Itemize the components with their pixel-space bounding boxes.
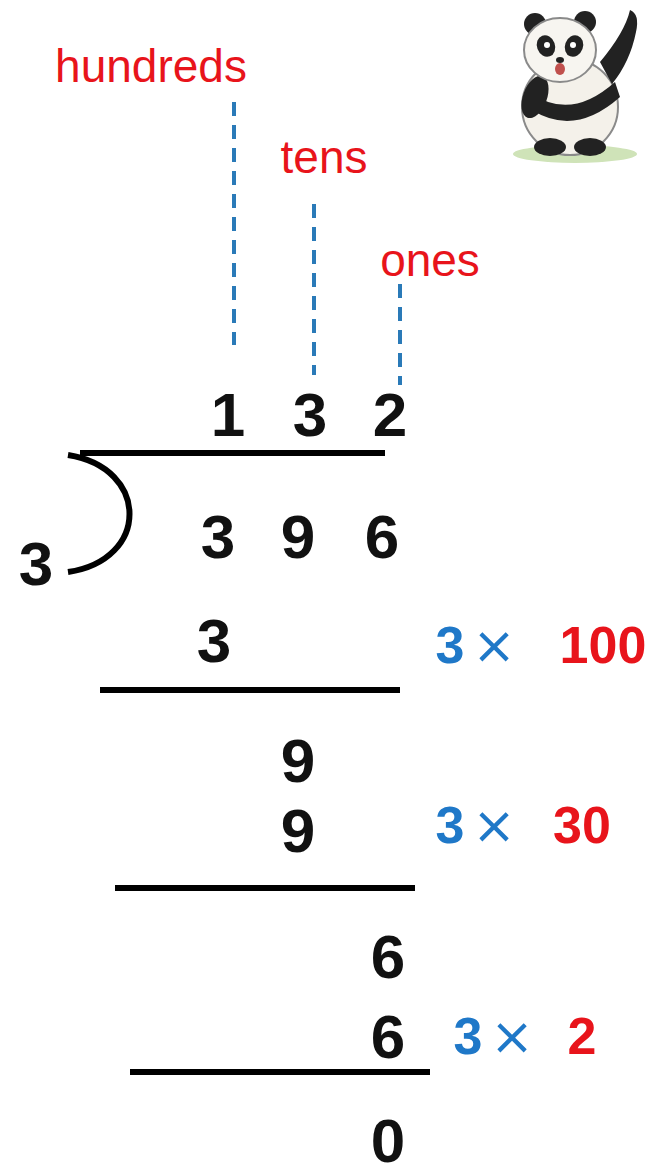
quotient-digit: 3: [293, 379, 327, 450]
product-digit: 3: [197, 605, 231, 676]
panda-illustration: [513, 10, 637, 163]
divisor-factor: 3: [436, 795, 465, 855]
divisor-digit: 3: [19, 528, 53, 599]
panda-eye-patch: [562, 33, 586, 60]
panda-nose: [556, 57, 564, 63]
place-value-name: tens: [281, 130, 368, 184]
tens-guide: [312, 204, 316, 375]
panda-eye: [544, 42, 550, 48]
panda-eye: [570, 42, 576, 48]
dividend-digit: 3: [201, 501, 235, 572]
panda-mouth: [555, 63, 565, 75]
dividend-digit: 6: [365, 501, 399, 572]
panda-raised-arm: [600, 10, 637, 84]
subtraction-lines: [100, 690, 430, 1072]
product-digit: 6: [371, 1001, 405, 1072]
quotient-digit: 2: [373, 379, 407, 450]
place-factor: 30: [553, 795, 611, 855]
times-sign: ×: [472, 615, 516, 675]
place-value-name: ones: [380, 233, 480, 287]
subtraction-line: [115, 885, 415, 891]
panda-head: [524, 18, 596, 82]
panda-foot: [574, 138, 606, 156]
times-sign: ×: [472, 795, 516, 855]
remainder-digit: 9: [281, 725, 315, 796]
dividend-digit: 9: [281, 501, 315, 572]
hundreds-guide: [232, 102, 236, 345]
subtraction-line: [100, 687, 400, 693]
division-bracket: [68, 453, 385, 572]
divisor-factor: 3: [454, 1006, 483, 1066]
vinculum-line: [80, 450, 385, 456]
place-factor: 2: [568, 1006, 597, 1066]
ones-guide: [398, 284, 402, 385]
product-digit: 9: [281, 795, 315, 866]
remainder-digit: 6: [371, 921, 405, 992]
remainder-digit: 0: [371, 1105, 405, 1176]
panda-eye-patch: [534, 33, 558, 60]
place-value-name: hundreds: [55, 39, 247, 93]
place-factor: 100: [560, 615, 647, 675]
bracket-arc: [68, 455, 130, 572]
place-value-guides: [234, 102, 400, 385]
panda-foot: [534, 138, 566, 156]
times-sign: ×: [490, 1006, 534, 1066]
quotient-digit: 1: [211, 379, 245, 450]
divisor-factor: 3: [436, 615, 465, 675]
